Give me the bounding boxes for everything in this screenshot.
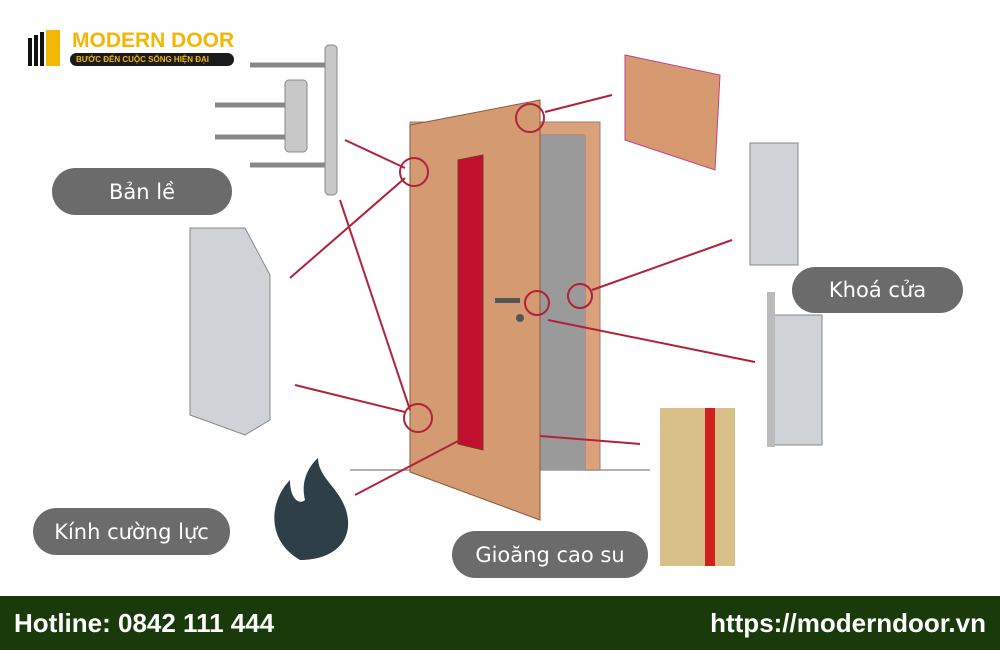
door-opening <box>540 135 585 470</box>
lock-faceplate <box>767 292 775 447</box>
door-diagram <box>189 44 823 566</box>
website-link[interactable]: https://moderndoor.vn <box>710 607 986 638</box>
footer: Hotline: 0842 111 444 https://moderndoor… <box>0 596 1000 650</box>
strike-plate-image <box>749 142 799 266</box>
pointer-arrows <box>289 94 756 496</box>
glass-panel <box>457 154 484 451</box>
label-hinge: Bản lề <box>52 168 232 215</box>
label-glass: Kính cường lực <box>33 508 230 555</box>
concealed-hinge-image <box>189 227 271 436</box>
label-gasket: Gioăng cao su <box>452 531 648 578</box>
door-edge-image <box>624 54 721 171</box>
door-handle-icon <box>495 298 520 303</box>
brand-name: MODERN DOOR <box>72 29 235 52</box>
mortise-lock-image <box>769 314 823 446</box>
gasket-image <box>660 408 735 566</box>
label-lock: Khoá cửa <box>792 267 963 313</box>
hinge-image <box>215 44 338 196</box>
brand-tagline: BƯỚC ĐẾN CUỘC SỐNG HIỆN ĐẠI <box>70 53 235 66</box>
door-logo-icon <box>28 30 60 66</box>
hotline: Hotline: 0842 111 444 <box>14 607 275 638</box>
keyhole-icon <box>516 314 524 322</box>
gasket-strip <box>705 408 715 566</box>
logo: MODERN DOOR BƯỚC ĐẾN CUỘC SỐNG HIỆN ĐẠI <box>28 29 235 66</box>
fire-icon <box>274 458 349 560</box>
